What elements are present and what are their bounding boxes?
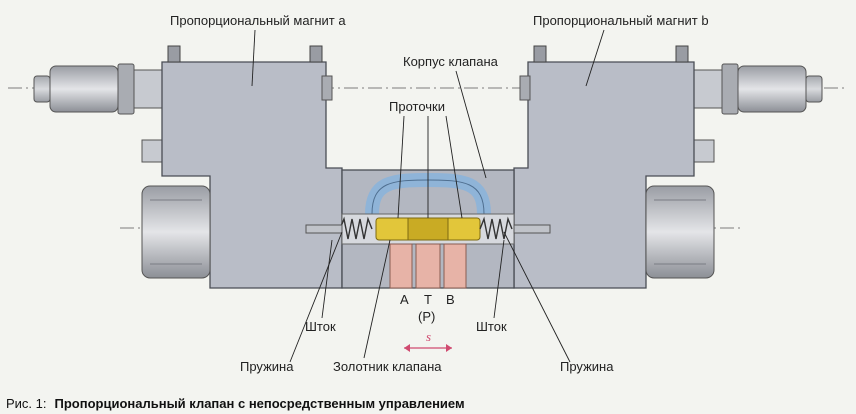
label-port-p: (P) [418, 309, 435, 324]
label-port-a: A [400, 292, 409, 307]
vent-left [321, 75, 333, 101]
screw-right-1 [533, 45, 547, 63]
magnet-b [513, 45, 823, 289]
label-stem-left: Шток [305, 319, 336, 334]
port-t-channel [415, 243, 441, 289]
magnet-b-housing [513, 61, 695, 289]
stroke-arrow-right-head [446, 344, 452, 352]
label-valve-body: Корпус клапана [403, 54, 499, 69]
label-port-b: B [446, 292, 455, 307]
label-stem-right: Шток [476, 319, 507, 334]
vent-right [519, 75, 531, 101]
label-spring-right: Пружина [560, 359, 614, 374]
stroke-arrow-left-head [404, 344, 410, 352]
end-cap-right [645, 185, 715, 279]
label-magnet-a: Пропорциональный магнит a [170, 13, 346, 28]
label-spool: Золотник клапана [333, 359, 442, 374]
figure-caption: Рис. 1: Пропорциональный клапан с непосре… [6, 396, 465, 411]
label-magnet-b: Пропорциональный магнит b [533, 13, 709, 28]
figure-number: Рис. 1: [6, 396, 47, 411]
plug-socket-left [133, 69, 163, 109]
plug-nut-right [721, 63, 739, 115]
label-grooves: Проточки [389, 99, 445, 114]
plug-clip-left [141, 139, 165, 163]
end-cap-left [141, 185, 211, 279]
stem-right-rod [513, 224, 551, 234]
label-spring-left: Пружина [240, 359, 294, 374]
label-port-t: T [424, 292, 432, 307]
plug-tip-left [33, 75, 51, 103]
plug-clip-right [691, 139, 715, 163]
screw-left-1 [167, 45, 181, 63]
spring-left-coil [339, 216, 373, 240]
plug-body-right [737, 65, 807, 113]
spring-right-coil [479, 216, 513, 240]
screw-left-2 [309, 45, 323, 63]
plug-body-left [49, 65, 119, 113]
plug-tip-right [805, 75, 823, 103]
plug-socket-right [693, 69, 723, 109]
screw-right-2 [675, 45, 689, 63]
stem-left-rod [305, 224, 343, 234]
port-b-channel [443, 243, 467, 289]
magnet-a [33, 45, 343, 289]
port-a-channel [389, 243, 413, 289]
figure-title: Пропорциональный клапан с непосредственн… [55, 396, 465, 411]
plug-nut-left [117, 63, 135, 115]
label-stroke: s [426, 329, 431, 344]
